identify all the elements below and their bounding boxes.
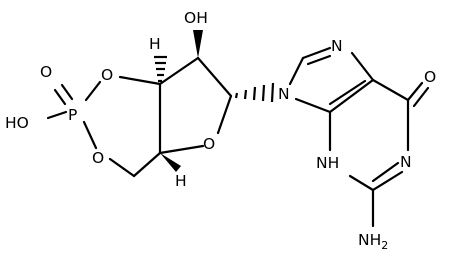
bond-o-bottom-c5 [108, 157, 136, 178]
atom-h-top: H [149, 35, 161, 53]
atom-n1: N [400, 153, 412, 171]
bonds [46, 46, 430, 228]
atom-p: P [68, 106, 77, 124]
atom-oh-sugar: OH [184, 9, 208, 27]
bond-c6-o-a [406, 81, 424, 102]
atom-o-ring-top: O [101, 66, 113, 84]
hash-c3-h [154, 55, 167, 83]
atom-n9: N [278, 85, 290, 103]
bond-n9-c8 [288, 56, 305, 86]
atom-nh2: NH2 [358, 231, 388, 252]
atom-o-carbonyl: O [424, 68, 436, 86]
bond-c5-c4-purine-b [328, 79, 367, 106]
bond-o-top-c3 [118, 75, 162, 86]
atom-h-bottom: H [175, 172, 187, 190]
stereo-bonds [154, 30, 275, 172]
bond-p-o-double-b [53, 88, 67, 106]
bond-ho-p [46, 110, 68, 120]
bond-c2-c1 [196, 56, 233, 98]
atom-nh2-main: NH [358, 231, 381, 249]
bond-c5-c4-purine [328, 78, 375, 114]
bond-c2-n3 [348, 174, 375, 192]
bond-c8-n7-a [301, 46, 332, 60]
bond-n7-c5 [350, 51, 375, 82]
bond-p-o-top [84, 80, 102, 102]
atom-labels: O P HO O O H OH O H N N O N NH NH2 [5, 9, 436, 252]
bond-n1-c2-b [371, 161, 400, 183]
bond-p-o-bottom [82, 120, 98, 150]
bond-p-o-double-a [60, 83, 74, 101]
bond-c4-n9 [294, 97, 332, 114]
bond-o4-c4 [158, 144, 205, 155]
wedge-c4-h [160, 153, 181, 172]
atom-o-ring-bottom: O [92, 149, 104, 167]
hash-c1-n9 [234, 82, 275, 103]
atom-o-double: O [40, 63, 52, 81]
bond-n1-c2 [371, 170, 404, 192]
atom-n7: N [331, 37, 343, 55]
bond-c3-c2 [158, 56, 200, 86]
bond-c1-o4 [216, 94, 233, 135]
bond-c8-n7-b [306, 54, 332, 66]
atom-o-furanose: O [203, 135, 215, 153]
atom-ho-p: HO [5, 114, 29, 132]
bond-c6-o-b [412, 86, 430, 108]
atom-nh2-subscript: 2 [381, 239, 388, 252]
bond-c5-c6 [371, 78, 410, 102]
wedge-c2-oh [193, 30, 203, 58]
atom-n3-nh: NH [316, 154, 339, 172]
bond-c5-c4 [132, 151, 162, 178]
